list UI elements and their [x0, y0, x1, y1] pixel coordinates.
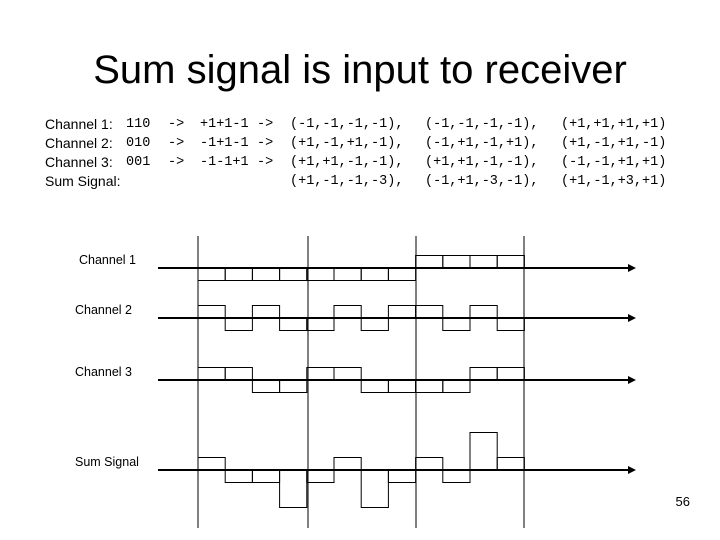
- chip-pulse: [415, 380, 444, 393]
- bit-values: -1-1+1: [200, 155, 249, 170]
- arrow: ->: [257, 155, 274, 170]
- chip-pulse: [387, 470, 417, 483]
- chip-sequence: (-1,-1,-1,-1),: [290, 117, 404, 132]
- chip-sequence: (+1,+1,-1,-1),: [290, 155, 404, 170]
- axis-arrowhead: [628, 466, 636, 474]
- chip-pulse: [197, 305, 226, 318]
- arrow: ->: [257, 117, 274, 132]
- axis-arrowhead: [628, 314, 636, 322]
- chip-pulse: [197, 457, 226, 470]
- waveform-row: Channel 2: [75, 303, 636, 331]
- chip-pulse: [306, 367, 335, 380]
- waveform-rows: Channel 1 Channel 2 Channel 3 Sum Signal: [75, 253, 636, 508]
- chip-pulse: [279, 318, 308, 331]
- row-label: Channel 1:: [45, 116, 113, 132]
- chip-pulse: [469, 432, 498, 470]
- row-label: Sum Signal:: [45, 173, 121, 189]
- chip-sequence: (-1,+1,-1,+1),: [425, 136, 539, 151]
- chip-pulse: [279, 380, 308, 393]
- arrow: ->: [168, 136, 185, 151]
- chip-pulse: [442, 380, 471, 393]
- chip-pulse: [224, 470, 253, 483]
- data-bits: 010: [126, 136, 151, 151]
- axis-arrowhead: [628, 376, 636, 384]
- waveform-row: Sum Signal: [75, 432, 636, 508]
- waveform-label: Channel 1: [79, 253, 136, 267]
- chip-pulse: [496, 367, 525, 380]
- spreading-code-table: Channel 1: 110 -> +1+1-1 -> (-1,-1,-1,-1…: [45, 115, 715, 191]
- chip-pulse: [251, 380, 281, 393]
- chip-pulse: [415, 255, 444, 268]
- chip-sequence: (+1,-1,+3,+1): [561, 174, 667, 189]
- chip-pulse: [197, 268, 226, 281]
- arrow: ->: [168, 155, 185, 170]
- chip-pulse: [442, 255, 471, 268]
- axis-arrowhead: [628, 264, 636, 272]
- chip-pulse: [360, 268, 389, 281]
- slide-title: Sum signal is input to receiver: [93, 48, 627, 92]
- arrow: ->: [257, 136, 274, 151]
- chip-pulse: [360, 380, 389, 393]
- chip-pulse: [306, 268, 335, 281]
- chip-sequence: (+1,-1,+1,-1),: [290, 136, 404, 151]
- chip-pulse: [197, 367, 226, 380]
- arrow: ->: [168, 117, 185, 132]
- chip-sequence: (+1,-1,+1,-1): [561, 136, 667, 151]
- bit-values: -1+1-1: [200, 136, 249, 151]
- chip-pulse: [496, 318, 525, 331]
- code-row-channel-1: Channel 1: 110 -> +1+1-1 -> (-1,-1,-1,-1…: [45, 115, 715, 134]
- chip-pulse: [251, 305, 281, 318]
- chip-pulse: [387, 305, 417, 318]
- chip-pulse: [469, 367, 498, 380]
- chip-sequence: (-1,+1,-3,-1),: [425, 174, 539, 189]
- chip-pulse: [469, 255, 498, 268]
- chip-pulse: [415, 305, 444, 318]
- page-number: 56: [675, 494, 690, 509]
- chip-pulse: [251, 268, 281, 281]
- chip-pulse: [333, 305, 362, 318]
- waveform-row: Channel 3: [75, 365, 636, 393]
- chip-pulse: [333, 367, 362, 380]
- chip-pulse: [333, 457, 362, 470]
- chip-pulse: [469, 305, 498, 318]
- waveform-row: Channel 1: [79, 253, 636, 281]
- chip-pulse: [279, 268, 308, 281]
- bit-values: +1+1-1: [200, 117, 249, 132]
- chip-pulse: [306, 318, 335, 331]
- code-row-channel-3: Channel 3: 001 -> -1-1+1 -> (+1,+1,-1,-1…: [45, 153, 715, 172]
- chip-sequence: (+1,+1,+1,+1): [561, 117, 667, 132]
- waveform-label: Sum Signal: [75, 455, 139, 469]
- chip-sequence: (+1,+1,-1,-1),: [425, 155, 539, 170]
- chip-pulse: [387, 380, 417, 393]
- chip-pulse: [251, 470, 281, 483]
- chip-pulse: [496, 457, 525, 470]
- chip-pulse: [224, 367, 253, 380]
- chip-sequence: (-1,-1,-1,-1),: [425, 117, 539, 132]
- chip-pulse: [333, 268, 362, 281]
- chip-pulse: [224, 268, 253, 281]
- chip-sequence: (+1,-1,-1,-3),: [290, 174, 404, 189]
- chip-pulse: [387, 268, 417, 281]
- row-label: Channel 2:: [45, 135, 113, 151]
- chip-sequence: (-1,-1,+1,+1): [561, 155, 667, 170]
- chip-pulse: [360, 318, 389, 331]
- chip-pulse: [224, 318, 253, 331]
- chip-pulse: [442, 318, 471, 331]
- chip-pulse: [360, 470, 389, 508]
- chip-pulse: [279, 470, 308, 508]
- waveform-label: Channel 3: [75, 365, 132, 379]
- data-bits: 110: [126, 117, 151, 132]
- chip-pulse: [415, 457, 444, 470]
- data-bits: 001: [126, 155, 151, 170]
- code-row-sum-signal: Sum Signal: (+1,-1,-1,-3), (-1,+1,-3,-1)…: [45, 172, 715, 191]
- chip-pulse: [306, 470, 335, 483]
- code-row-channel-2: Channel 2: 010 -> -1+1-1 -> (+1,-1,+1,-1…: [45, 134, 715, 153]
- waveform-label: Channel 2: [75, 303, 132, 317]
- chip-pulse: [496, 255, 525, 268]
- chip-pulse: [442, 470, 471, 483]
- row-label: Channel 3:: [45, 154, 113, 170]
